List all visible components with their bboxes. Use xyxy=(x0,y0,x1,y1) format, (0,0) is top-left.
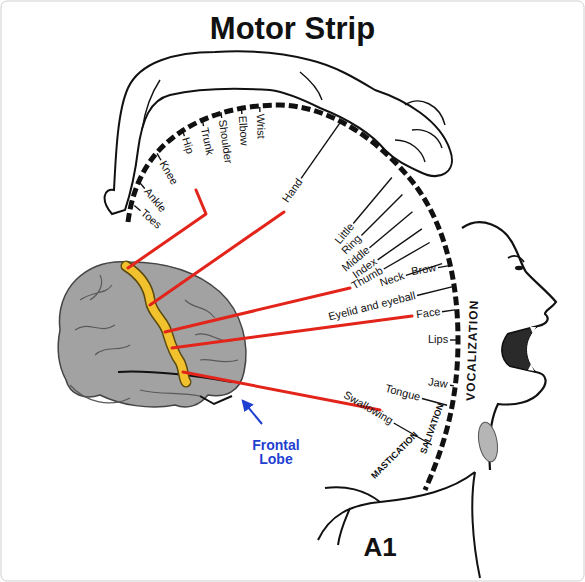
eye xyxy=(515,266,523,270)
tick-mark xyxy=(241,108,243,114)
motor-strip xyxy=(126,266,186,382)
pharynx xyxy=(476,421,501,464)
body-part-label: Shoulder xyxy=(216,119,234,164)
tick-mark xyxy=(450,339,456,340)
tick-mark xyxy=(442,310,455,312)
body-part-label: Tongue xyxy=(384,383,422,403)
leader-line xyxy=(128,190,206,268)
tick-mark xyxy=(438,265,451,267)
body-part-label: Jaw xyxy=(427,376,448,390)
face-profile xyxy=(462,222,556,470)
tick-mark xyxy=(370,212,413,248)
function-label: SALIVATION xyxy=(419,402,446,455)
function-label: VOCALIZATION xyxy=(464,299,480,400)
body-part-label: Brow xyxy=(410,262,437,278)
tick-mark xyxy=(182,128,184,136)
tick-mark xyxy=(361,195,402,236)
tick-mark xyxy=(140,182,145,188)
nerve-lines xyxy=(318,472,480,578)
open-mouth xyxy=(502,326,538,372)
brainstem xyxy=(200,396,232,404)
tick-mark xyxy=(450,385,454,387)
body-part-label: Trunk xyxy=(198,127,215,157)
body-part-label: Hand xyxy=(280,176,305,204)
body-part-label: Wrist xyxy=(254,114,266,139)
tick-mark xyxy=(378,229,422,260)
body-part-label: Elbow xyxy=(236,115,250,146)
tick-mark xyxy=(134,206,140,211)
area-label: A1 xyxy=(364,534,397,561)
homunculus-body xyxy=(105,51,452,214)
homunculus-detail xyxy=(142,72,445,162)
body-part-label: Hip xyxy=(180,136,196,155)
leader-line xyxy=(172,316,412,348)
tick-mark xyxy=(417,287,452,296)
pointer-arrow xyxy=(243,401,262,424)
motor-strip-outline xyxy=(126,266,186,382)
tick-mark xyxy=(220,112,222,118)
tick-mark xyxy=(157,153,161,160)
body-part-label: Knee xyxy=(157,159,180,187)
brain xyxy=(58,262,246,407)
teeth xyxy=(528,327,536,371)
brow-line xyxy=(508,256,524,262)
leader-line xyxy=(150,212,284,305)
diagram-title: Motor Strip xyxy=(0,12,585,46)
body-part-label: Lips xyxy=(428,334,448,346)
tick-mark xyxy=(301,123,340,179)
leader-line xyxy=(165,288,350,332)
tick-mark xyxy=(259,107,261,112)
tick-mark xyxy=(353,178,392,224)
body-part-label: Face xyxy=(415,306,441,321)
tick-mark xyxy=(202,118,204,126)
area-label: Frontal Lobe xyxy=(245,438,307,467)
function-label: MASTICATION xyxy=(370,430,420,480)
